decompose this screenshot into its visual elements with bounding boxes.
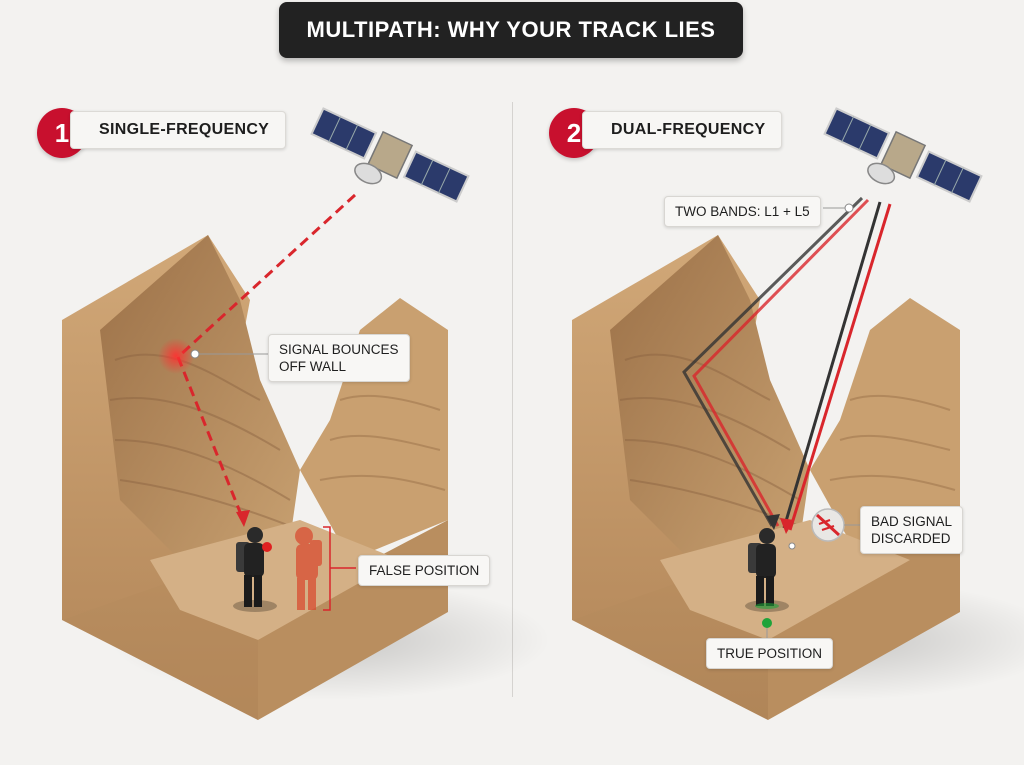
- diagram-title: MULTIPATH: WHY YOUR TRACK LIES: [279, 2, 743, 58]
- canyon-block-left: [62, 235, 550, 720]
- panel-1-number: 1: [54, 117, 70, 148]
- satellite-right: [823, 107, 983, 203]
- panel-divider: [512, 102, 513, 697]
- callout-bounce-line1: SIGNAL BOUNCES: [279, 342, 399, 357]
- callout-bounce-line2: OFF WALL: [279, 359, 347, 374]
- panel-1-label-text: SINGLE-FREQUENCY: [99, 121, 270, 138]
- false-position-bracket: [323, 526, 356, 611]
- panel-2-label: DUAL-FREQUENCY: [582, 111, 783, 149]
- title-text: MULTIPATH: WHY YOUR TRACK LIES: [306, 17, 716, 42]
- callout-true-position: TRUE POSITION: [706, 638, 834, 669]
- signal-paths-dual: [682, 196, 892, 534]
- false-position-ghost: [295, 527, 322, 610]
- discard-icon: [788, 508, 860, 550]
- panel-1-label: SINGLE-FREQUENCY: [70, 111, 287, 149]
- panel-2-label-text: DUAL-FREQUENCY: [611, 121, 766, 138]
- callout-false-position-text: FALSE POSITION: [369, 563, 480, 578]
- callout-bad-line1: BAD SIGNAL: [871, 514, 953, 529]
- hiker-left: [233, 527, 277, 612]
- callout-true-position-text: TRUE POSITION: [717, 646, 823, 661]
- true-position-marker: [762, 618, 772, 638]
- callout-bad-signal: BAD SIGNAL DISCARDED: [860, 506, 964, 554]
- signal-path-single: [158, 193, 357, 527]
- callout-bad-line2: DISCARDED: [871, 531, 951, 546]
- satellite-left: [310, 107, 470, 203]
- callout-two-bands: TWO BANDS: L1 + L5: [664, 196, 821, 227]
- callout-bands-text: TWO BANDS: L1 + L5: [675, 204, 810, 219]
- callout-false-position: FALSE POSITION: [358, 555, 491, 586]
- callout-signal-bounces: SIGNAL BOUNCES OFF WALL: [268, 334, 410, 382]
- panel-2-number: 2: [566, 117, 582, 148]
- hiker-right: [745, 528, 789, 612]
